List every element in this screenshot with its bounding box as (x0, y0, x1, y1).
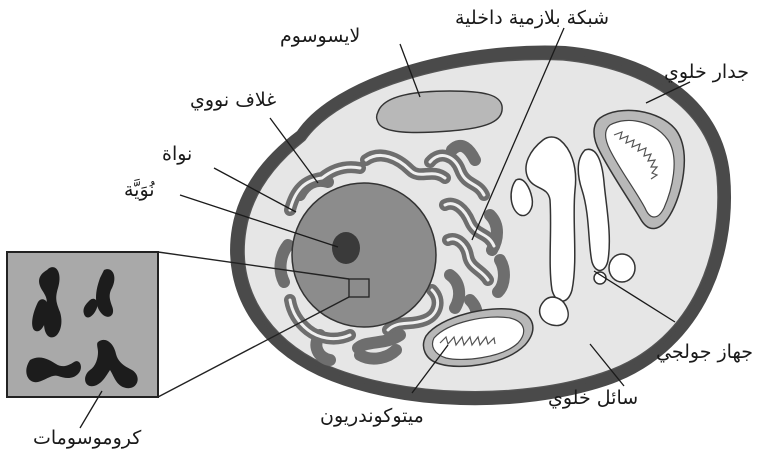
label-lysosome: لايسوسوم (280, 25, 360, 47)
label-er: شبكة بلازمية داخلية (455, 7, 609, 29)
lysosome (377, 91, 503, 133)
label-golgi: جهاز جولجي (656, 341, 753, 363)
nucleus (292, 183, 436, 327)
label-chromosomes: كروموسومات (33, 427, 142, 449)
label-cytoplasm: سائل خلوي (548, 387, 638, 409)
nucleolus (332, 232, 360, 264)
label-nucleus: نواة (162, 143, 192, 165)
label-cell-wall: جدار خلوي (664, 61, 749, 83)
label-nuclear-envelope: غلاف نووي (190, 89, 276, 111)
label-nucleolus: نُوَيَّة (124, 179, 155, 201)
label-mitochondrion: ميتوكوندريون (320, 405, 424, 427)
